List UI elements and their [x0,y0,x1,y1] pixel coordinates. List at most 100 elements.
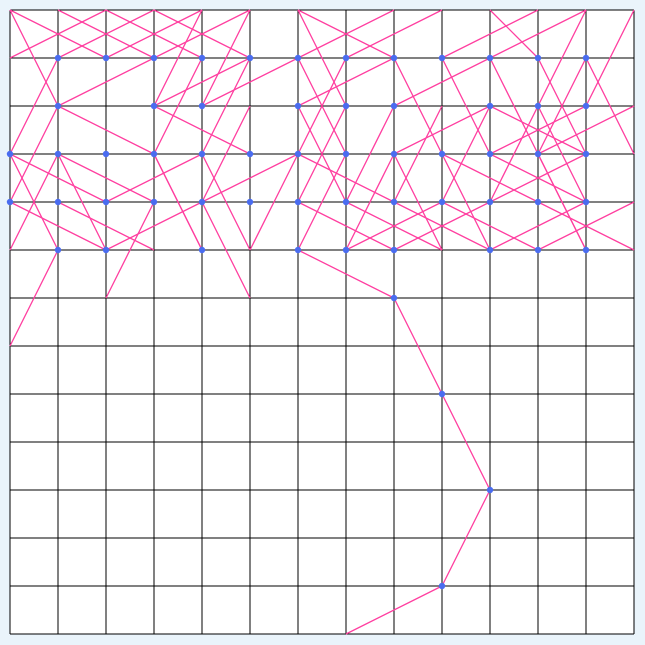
knight-move-segment [489,57,539,155]
knight-move-segment [345,9,443,59]
knight-move-segment [441,153,491,251]
knight-move-segment [441,489,491,587]
visited-square-dot[interactable] [582,102,590,110]
knight-move-segment [297,153,395,203]
visited-square-dot[interactable] [486,150,494,158]
visited-square-dot[interactable] [102,150,110,158]
visited-square-dot[interactable] [342,54,350,62]
visited-square-dot[interactable] [54,150,62,158]
knight-move-segment [441,57,491,155]
visited-square-dot[interactable] [486,246,494,254]
visited-square-dot[interactable] [294,102,302,110]
visited-square-dot[interactable] [102,246,110,254]
visited-square-dot[interactable] [582,246,590,254]
knight-move-segment [153,9,203,107]
visited-square-dot[interactable] [390,150,398,158]
visited-square-dot[interactable] [390,102,398,110]
visited-square-dot[interactable] [534,102,542,110]
visited-square-dot[interactable] [246,198,254,206]
visited-square-dot[interactable] [486,102,494,110]
visited-square-dot[interactable] [150,150,158,158]
visited-square-dot[interactable] [534,198,542,206]
knight-move-segment [153,9,251,59]
visited-square-dot[interactable] [198,246,206,254]
visited-square-dot[interactable] [438,150,446,158]
knight-move-segment [297,105,347,203]
visited-square-dot[interactable] [390,198,398,206]
knight-move-segment [393,57,443,155]
knight-move-segment [57,201,155,251]
visited-square-dot[interactable] [198,54,206,62]
visited-square-dot[interactable] [534,150,542,158]
visited-square-dot[interactable] [294,246,302,254]
visited-square-dot[interactable] [438,54,446,62]
visited-square-dot[interactable] [54,246,62,254]
visited-square-dot[interactable] [486,198,494,206]
visited-square-dot[interactable] [246,150,254,158]
knight-move-segment [297,249,395,299]
visited-square-dot[interactable] [438,582,446,590]
visited-square-dot[interactable] [150,102,158,110]
visited-square-dot[interactable] [54,198,62,206]
visited-square-dot[interactable] [390,246,398,254]
visited-square-dot[interactable] [486,54,494,62]
knight-move-segment [489,153,587,203]
visited-square-dot[interactable] [390,294,398,302]
knight-move-segment [153,57,251,107]
visited-square-dot[interactable] [6,150,14,158]
visited-square-dot[interactable] [150,198,158,206]
knight-move-segment [297,201,395,251]
knight-move-segment [297,57,395,107]
visited-square-dot[interactable] [582,54,590,62]
knight-move-segment [393,297,443,395]
knight-move-segment [105,153,203,203]
knight-move-segment [201,201,251,299]
knight-move-segment [201,153,299,203]
visited-square-dot[interactable] [534,246,542,254]
knight-move-segment [57,105,155,155]
visited-square-dot[interactable] [534,54,542,62]
board-background [10,10,634,634]
knight-move-segment [345,105,395,203]
visited-square-dot[interactable] [342,150,350,158]
knight-move-segment [489,201,587,251]
visited-square-dot[interactable] [54,102,62,110]
visited-square-dot[interactable] [54,54,62,62]
knight-move-segment [585,57,635,155]
knight-move-segment [9,105,59,203]
visited-square-dot[interactable] [198,198,206,206]
knight-move-segment [441,393,491,491]
visited-square-dot[interactable] [102,54,110,62]
visited-square-dot[interactable] [438,198,446,206]
knight-move-segment [537,105,587,203]
visited-square-dot[interactable] [102,198,110,206]
visited-square-dot[interactable] [294,54,302,62]
visited-square-dot[interactable] [342,246,350,254]
knight-move-segment [57,9,155,59]
knight-move-segment [489,9,587,59]
visited-square-dot[interactable] [582,198,590,206]
visited-square-dot[interactable] [198,150,206,158]
visited-square-dot[interactable] [294,150,302,158]
visited-square-dot[interactable] [198,102,206,110]
knight-move-segment [393,105,443,203]
knight-move-segment [537,153,587,251]
visited-square-dot[interactable] [438,390,446,398]
visited-square-dot[interactable] [6,198,14,206]
visited-square-dot[interactable] [390,54,398,62]
visited-square-dot[interactable] [342,198,350,206]
visited-square-dot[interactable] [342,102,350,110]
knight-move-segment [345,153,395,251]
visited-square-dot[interactable] [582,150,590,158]
visited-square-dot[interactable] [246,54,254,62]
visited-square-dot[interactable] [150,54,158,62]
knight-move-segment [393,57,491,107]
knight-move-segment [297,153,347,251]
visited-square-dot[interactable] [486,486,494,494]
knight-move-segment [9,9,107,59]
visited-square-dot[interactable] [294,198,302,206]
knight-move-segment [537,105,635,155]
knight-move-segment [105,201,155,299]
